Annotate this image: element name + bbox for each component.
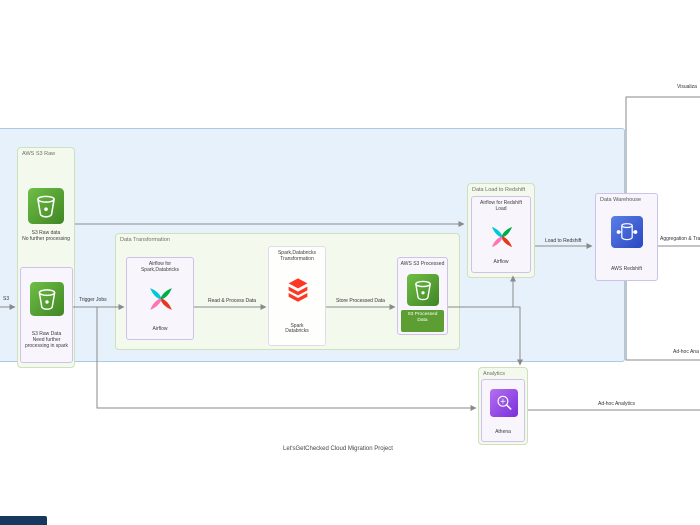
- node-s3-processed-caption: S3 Processed Data: [401, 310, 444, 332]
- node-spark-databricks-title: Spark,Databricks Transformation: [277, 250, 317, 262]
- node-data-warehouse-label: Data Warehouse: [600, 197, 642, 203]
- airflow-pinwheel-icon[interactable]: [489, 224, 515, 250]
- s3-raw-bucket-caption: S3 Raw data No further processing: [22, 230, 70, 242]
- node-spark-databricks[interactable]: Spark,Databricks Transformation Spark Da…: [268, 246, 326, 346]
- node-data-warehouse[interactable]: Data Warehouse AWS Redshift: [595, 193, 658, 281]
- node-s3-processed[interactable]: AWS S3 Processed S3 Processed Data: [397, 257, 448, 335]
- s3-bucket-icon[interactable]: [407, 274, 439, 306]
- s3-raw-spark-caption: S3 Raw Data Need further processing in s…: [24, 331, 69, 349]
- edge-label-store-processed: Store Processed Data: [336, 298, 385, 304]
- node-airflow-redshift-load[interactable]: Airflow for Redshift Load Airflow: [471, 196, 531, 273]
- node-airflow-redshift-load-caption: Airflow: [493, 259, 509, 266]
- edge-label-adhoc-analytics: Ad-hoc Analytics: [598, 401, 635, 407]
- edge-label-load-to-redshift: Load to Redshift: [545, 238, 582, 244]
- node-aws-redshift-caption: AWS Redshift: [611, 266, 642, 273]
- node-athena[interactable]: Athena: [481, 379, 525, 442]
- cutoff-dark-shape: [0, 516, 47, 525]
- node-spark-databricks-caption: Spark Databricks: [285, 322, 309, 335]
- edge-warehouse-to-visualization: [625, 96, 700, 193]
- node-airflow-spark-title: Airflow for Spark,Databricks: [140, 261, 180, 273]
- edge-label-s3-in: S3: [3, 296, 10, 302]
- node-airflow-spark-caption: Airflow: [152, 326, 168, 333]
- node-airflow-redshift-load-title: Airflow for Redshift Load: [480, 200, 522, 212]
- node-athena-caption: Athena: [495, 429, 511, 436]
- edge-label-visualization: Visualiza: [677, 84, 697, 90]
- redshift-database-icon[interactable]: [611, 216, 643, 248]
- edge-label-read-process: Read & Process Data: [208, 298, 257, 304]
- container-analytics-label: Analytics: [483, 371, 506, 377]
- node-airflow-spark[interactable]: Airflow for Spark,Databricks Airflow: [126, 257, 194, 340]
- athena-magnifier-icon[interactable]: [490, 389, 518, 417]
- container-aws-s3-raw-label: AWS S3 Raw: [22, 151, 56, 157]
- node-s3-raw-spark-bucket[interactable]: S3 Raw Data Need further processing in s…: [20, 267, 73, 363]
- node-s3-processed-title: AWS S3 Processed: [400, 261, 445, 267]
- edge-label-adhoc-warehouse: Ad-hoc Ana: [673, 349, 699, 355]
- s3-bucket-icon[interactable]: [30, 282, 64, 316]
- airflow-pinwheel-icon[interactable]: [147, 285, 175, 313]
- edge-label-trigger-jobs: Trigger Jobs: [79, 297, 107, 303]
- databricks-icon[interactable]: [283, 275, 313, 305]
- container-data-load-redshift-label: Data Load to Redshift: [472, 187, 526, 193]
- diagram-title: Let'sGetChecked Cloud Migration Project: [283, 446, 393, 452]
- s3-bucket-icon[interactable]: [28, 188, 64, 224]
- edge-label-aggregation: Aggregation & Tra: [660, 236, 700, 242]
- container-data-transformation-label: Data Transformation: [120, 237, 170, 243]
